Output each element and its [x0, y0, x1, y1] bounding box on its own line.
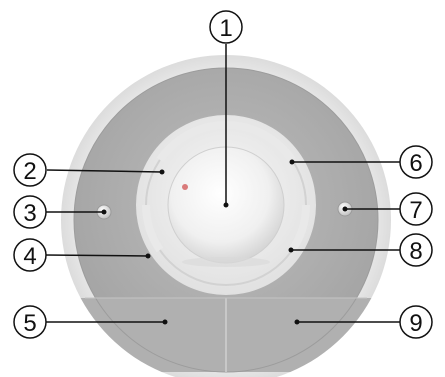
- endpoint-4: [145, 253, 151, 259]
- callout-number: 2: [23, 158, 36, 185]
- ring-upper-right[interactable]: [225, 121, 296, 163]
- endpoint-8: [288, 247, 294, 253]
- callout-number: 6: [409, 150, 422, 177]
- callout-6: 6: [399, 145, 433, 179]
- knob-indicator-dot: [182, 184, 188, 190]
- endpoint-7: [342, 206, 348, 212]
- callout-circle: [13, 153, 47, 187]
- callout-7: 7: [399, 192, 433, 226]
- callout-circle: [13, 305, 47, 339]
- callout-endpoints: [101, 159, 348, 325]
- callout-number: 1: [219, 15, 232, 42]
- callout-1: 1: [209, 10, 243, 44]
- bottom-left-segment[interactable]: [74, 298, 226, 372]
- callout-circle: [13, 195, 47, 229]
- leader-line-4: [44, 254, 149, 257]
- callout-8: 8: [399, 233, 433, 267]
- knob-shadow: [182, 257, 270, 267]
- endpoint-9: [294, 319, 300, 325]
- callout-number: 7: [409, 197, 422, 224]
- callout-4: 4: [13, 238, 47, 272]
- callout-circle: [399, 145, 433, 179]
- callout-circle: [209, 10, 243, 44]
- callout-lines: [44, 44, 400, 323]
- callout-number: 4: [23, 243, 36, 270]
- endpoint-2: [159, 169, 165, 175]
- callout-number: 9: [409, 310, 422, 337]
- callout-3: 3: [13, 195, 47, 229]
- callout-circle: [399, 233, 433, 267]
- ring-lower-right[interactable]: [288, 204, 310, 253]
- ring-upper-left[interactable]: [156, 121, 227, 163]
- endpoint-5: [162, 319, 168, 325]
- callout-9: 9: [399, 305, 433, 339]
- callout-circle: [399, 305, 433, 339]
- callout-number: 5: [23, 310, 36, 337]
- ring-lower-left[interactable]: [142, 204, 164, 253]
- leader-line-2: [46, 169, 163, 173]
- callout-5: 5: [13, 305, 47, 339]
- endpoint-1: [223, 202, 229, 208]
- callout-number: 3: [23, 200, 36, 227]
- callout-number: 8: [409, 238, 422, 265]
- callout-2: 2: [13, 153, 47, 187]
- endpoint-6: [289, 159, 295, 165]
- callout-circle: [399, 192, 433, 226]
- bottom-right-segment[interactable]: [226, 298, 378, 372]
- endpoint-3: [101, 209, 107, 215]
- callout-circle: [13, 238, 47, 272]
